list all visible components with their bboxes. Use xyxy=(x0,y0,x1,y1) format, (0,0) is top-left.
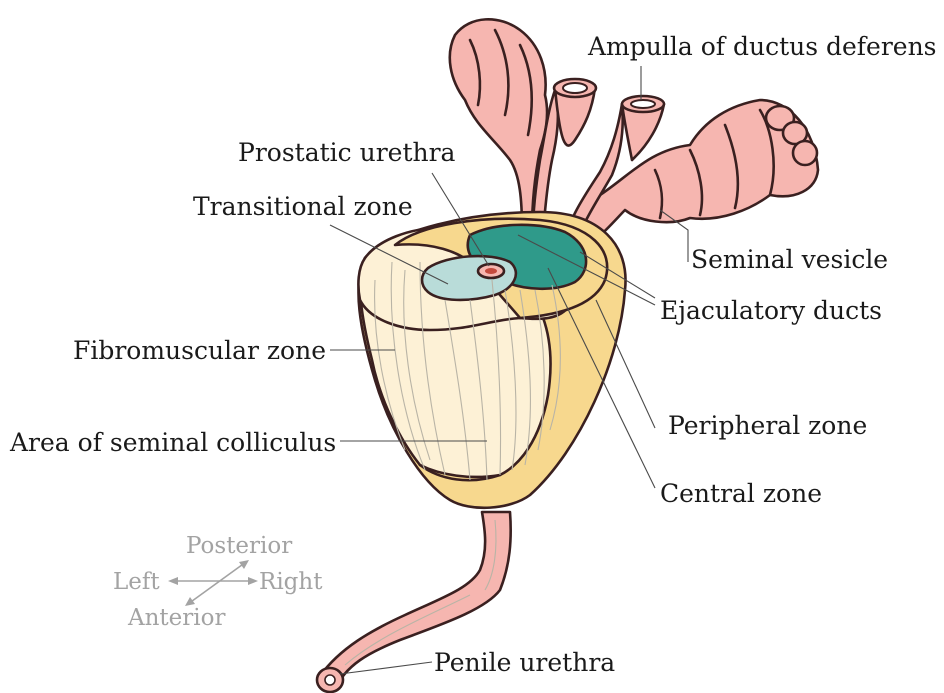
ampulla-left-shape xyxy=(450,19,547,234)
anterior-posterior-arrow-icon xyxy=(188,562,246,604)
label-transitional-zone: Transitional zone xyxy=(193,192,413,221)
label-seminal-vesicle: Seminal vesicle xyxy=(691,245,888,274)
label-prostatic-urethra: Prostatic urethra xyxy=(238,138,456,167)
arrowhead-posterior-icon xyxy=(239,560,249,569)
arrowhead-right-icon xyxy=(248,577,258,585)
label-seminal-colliculus: Area of seminal colliculus xyxy=(9,428,336,457)
label-central-zone: Central zone xyxy=(660,479,822,508)
prostate-body xyxy=(358,212,625,508)
orientation-right: Right xyxy=(259,569,323,595)
label-penile-urethra: Penile urethra xyxy=(434,648,615,677)
label-peripheral-zone: Peripheral zone xyxy=(668,411,867,440)
orientation-compass: Posterior Left Right Anterior xyxy=(113,533,323,631)
label-fibromuscular-zone: Fibromuscular zone xyxy=(73,336,326,365)
arrowhead-left-icon xyxy=(168,577,178,585)
label-ejaculatory-ducts: Ejaculatory ducts xyxy=(660,296,882,325)
orientation-anterior: Anterior xyxy=(127,605,225,631)
label-ampulla: Ampulla of ductus deferens xyxy=(587,32,937,61)
orientation-posterior: Posterior xyxy=(186,533,292,559)
orientation-left: Left xyxy=(113,569,160,595)
